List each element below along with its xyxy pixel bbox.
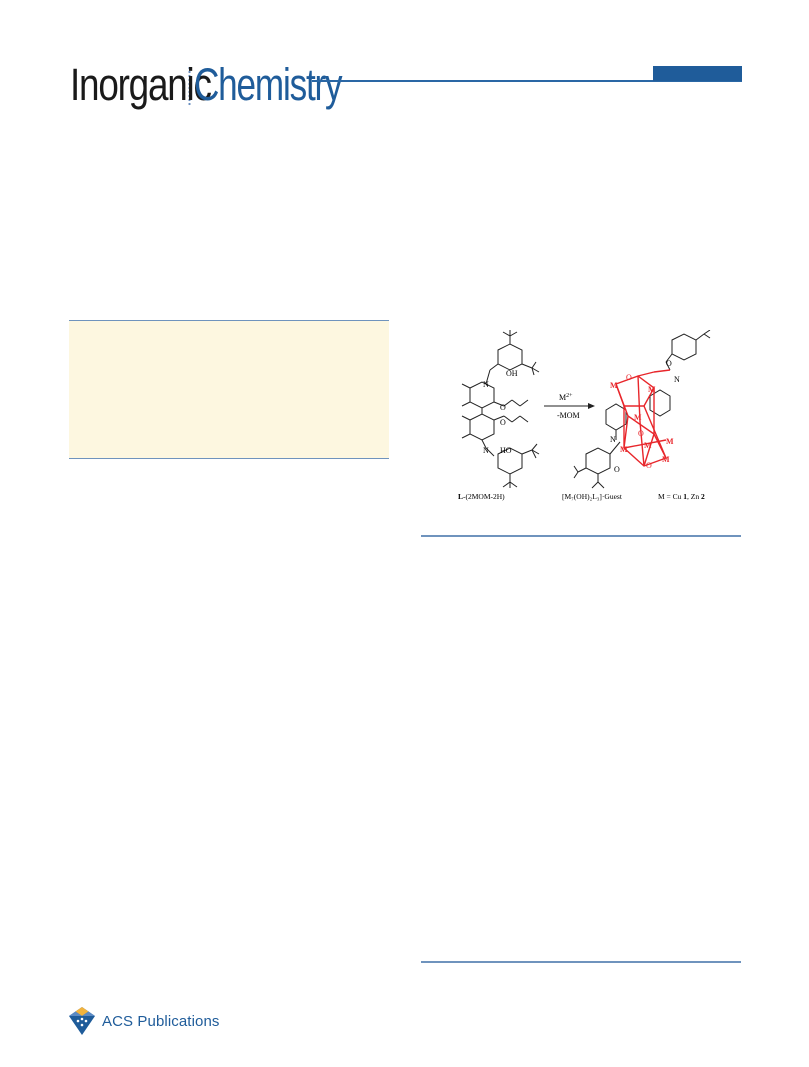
masthead-tab xyxy=(653,66,742,81)
svg-text:M: M xyxy=(666,437,674,446)
masthead-divider xyxy=(188,66,191,106)
acs-publications-logo: ACS Publications xyxy=(68,1004,220,1038)
reaction-scheme-figure: OH N O O HO N M2+ -MOM xyxy=(458,329,711,501)
svg-text:O: O xyxy=(638,429,644,438)
svg-text:M: M xyxy=(634,413,642,422)
journal-name-inorganic: Inorganic xyxy=(70,59,212,110)
product-ligand-frame xyxy=(573,329,711,489)
metal-assignment-caption: M = Cu 1, Zn 2 xyxy=(658,492,705,501)
ligand-caption: L-(2MOM-2H) xyxy=(458,492,505,501)
oxygen-atom-labels: O O O xyxy=(626,373,652,470)
ether-o-label-2: O xyxy=(500,418,506,427)
column-end-rule xyxy=(421,961,741,963)
acs-emblem-icon xyxy=(69,1007,95,1035)
publisher-name: ACS Publications xyxy=(102,1012,220,1030)
reaction-scheme: OH N O O HO N M2+ -MOM xyxy=(440,329,740,510)
hydroxyl-label-bottom: HO xyxy=(500,446,512,455)
product-o-label-bottom: O xyxy=(614,465,620,474)
journal-masthead: Inorganic Chemistry xyxy=(70,54,383,110)
imine-n-label-top: N xyxy=(483,380,489,389)
product-n-label-top: N xyxy=(674,375,680,384)
product-caption: [M₇(OH)₂L₃]·Guest xyxy=(562,492,623,501)
product-n-label-bottom: N xyxy=(610,435,616,444)
svg-text:O: O xyxy=(646,461,652,470)
metal-cluster-core xyxy=(615,369,671,467)
svg-text:O: O xyxy=(626,373,632,382)
metal-atom-labels: M M M M M M M xyxy=(610,381,674,464)
ligand-structure xyxy=(461,330,540,488)
journal-name-chemistry: Chemistry xyxy=(194,59,343,110)
svg-text:M: M xyxy=(662,455,670,464)
masthead-rule xyxy=(312,80,742,82)
imine-n-label-bottom: N xyxy=(483,446,489,455)
metal-reagent-label: M2+ xyxy=(559,393,573,402)
reaction-arrow-head xyxy=(588,403,595,409)
highlight-box xyxy=(69,320,389,459)
hydroxyl-label-top: OH xyxy=(506,369,518,378)
scheme-bottom-rule xyxy=(421,535,741,537)
svg-text:M: M xyxy=(648,385,656,394)
svg-text:M: M xyxy=(620,445,628,454)
reagent-loss-label: -MOM xyxy=(557,411,580,420)
ether-o-label-1: O xyxy=(500,403,506,412)
svg-text:M: M xyxy=(610,381,618,390)
svg-text:M: M xyxy=(644,441,652,450)
product-o-label-top: O xyxy=(666,359,672,368)
